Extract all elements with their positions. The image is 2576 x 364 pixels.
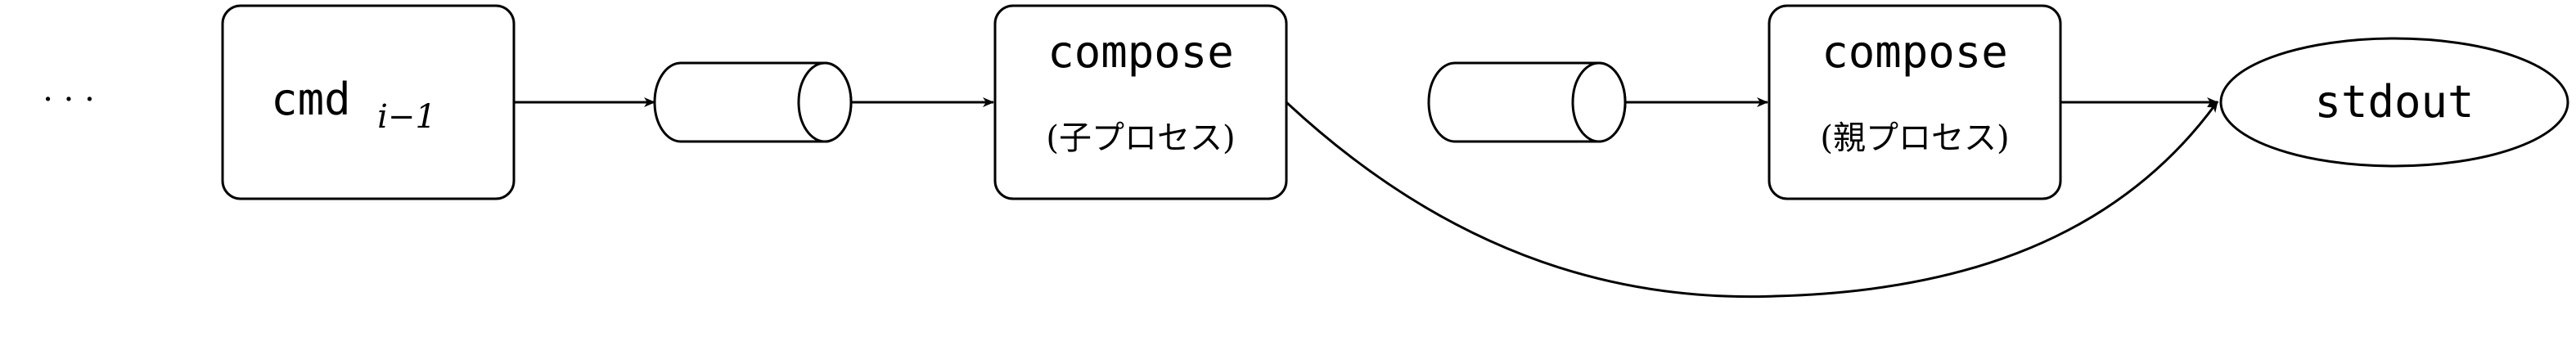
stdout-label: stdout [2314,76,2474,128]
ellipsis: · · · [43,81,95,119]
pipe-2 [1427,61,1627,143]
cmd-node: cmd i−1 [221,4,516,200]
stdout-ellipse [2219,37,2569,168]
pipe-1 [653,61,853,143]
edge-compose-child-to-stdout [1285,101,2219,299]
compose-child-label: compose [1047,26,1234,78]
compose-child-node: compose (子プロセス) [993,4,1288,200]
pipe-1-end [797,61,853,143]
pipe-2-end [1571,61,1627,143]
stdout-node: stdout [2219,37,2569,168]
cmd-label: cmd i−1 [271,74,436,136]
cmd-subscript: i−1 [377,98,436,136]
compose-child-sublabel: (子プロセス) [1046,119,1235,157]
compose-parent-label: compose [1822,26,2008,78]
cmd-label-text: cmd [271,74,351,125]
compose-parent-sublabel: (親プロセス) [1820,119,2009,157]
compose-parent-node: compose (親プロセス) [1768,4,2062,200]
